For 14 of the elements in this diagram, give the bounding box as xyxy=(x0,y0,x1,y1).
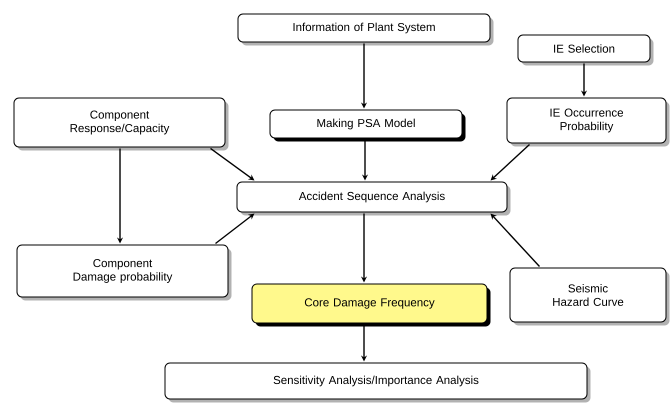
process-box: IE Selection xyxy=(518,34,654,66)
process-box: Accident Sequence Analysis xyxy=(236,182,510,216)
process-box: Component Damage probability xyxy=(16,244,232,300)
arrow xyxy=(490,144,530,180)
process-box: Sensitivity Analysis/Importance Analysis xyxy=(164,362,590,402)
arrow xyxy=(215,214,254,244)
process-box: Component Response/Capacity xyxy=(14,98,228,150)
arrow xyxy=(210,148,254,180)
process-box: Core Damage Frequency xyxy=(252,284,490,326)
process-box: IE Occurrence Probability xyxy=(506,98,670,146)
process-box: Making PSA Model xyxy=(270,110,466,142)
arrow xyxy=(490,214,540,267)
process-box: Seismic Hazard Curve xyxy=(510,268,670,326)
process-box: Information of Plant System xyxy=(238,14,494,46)
